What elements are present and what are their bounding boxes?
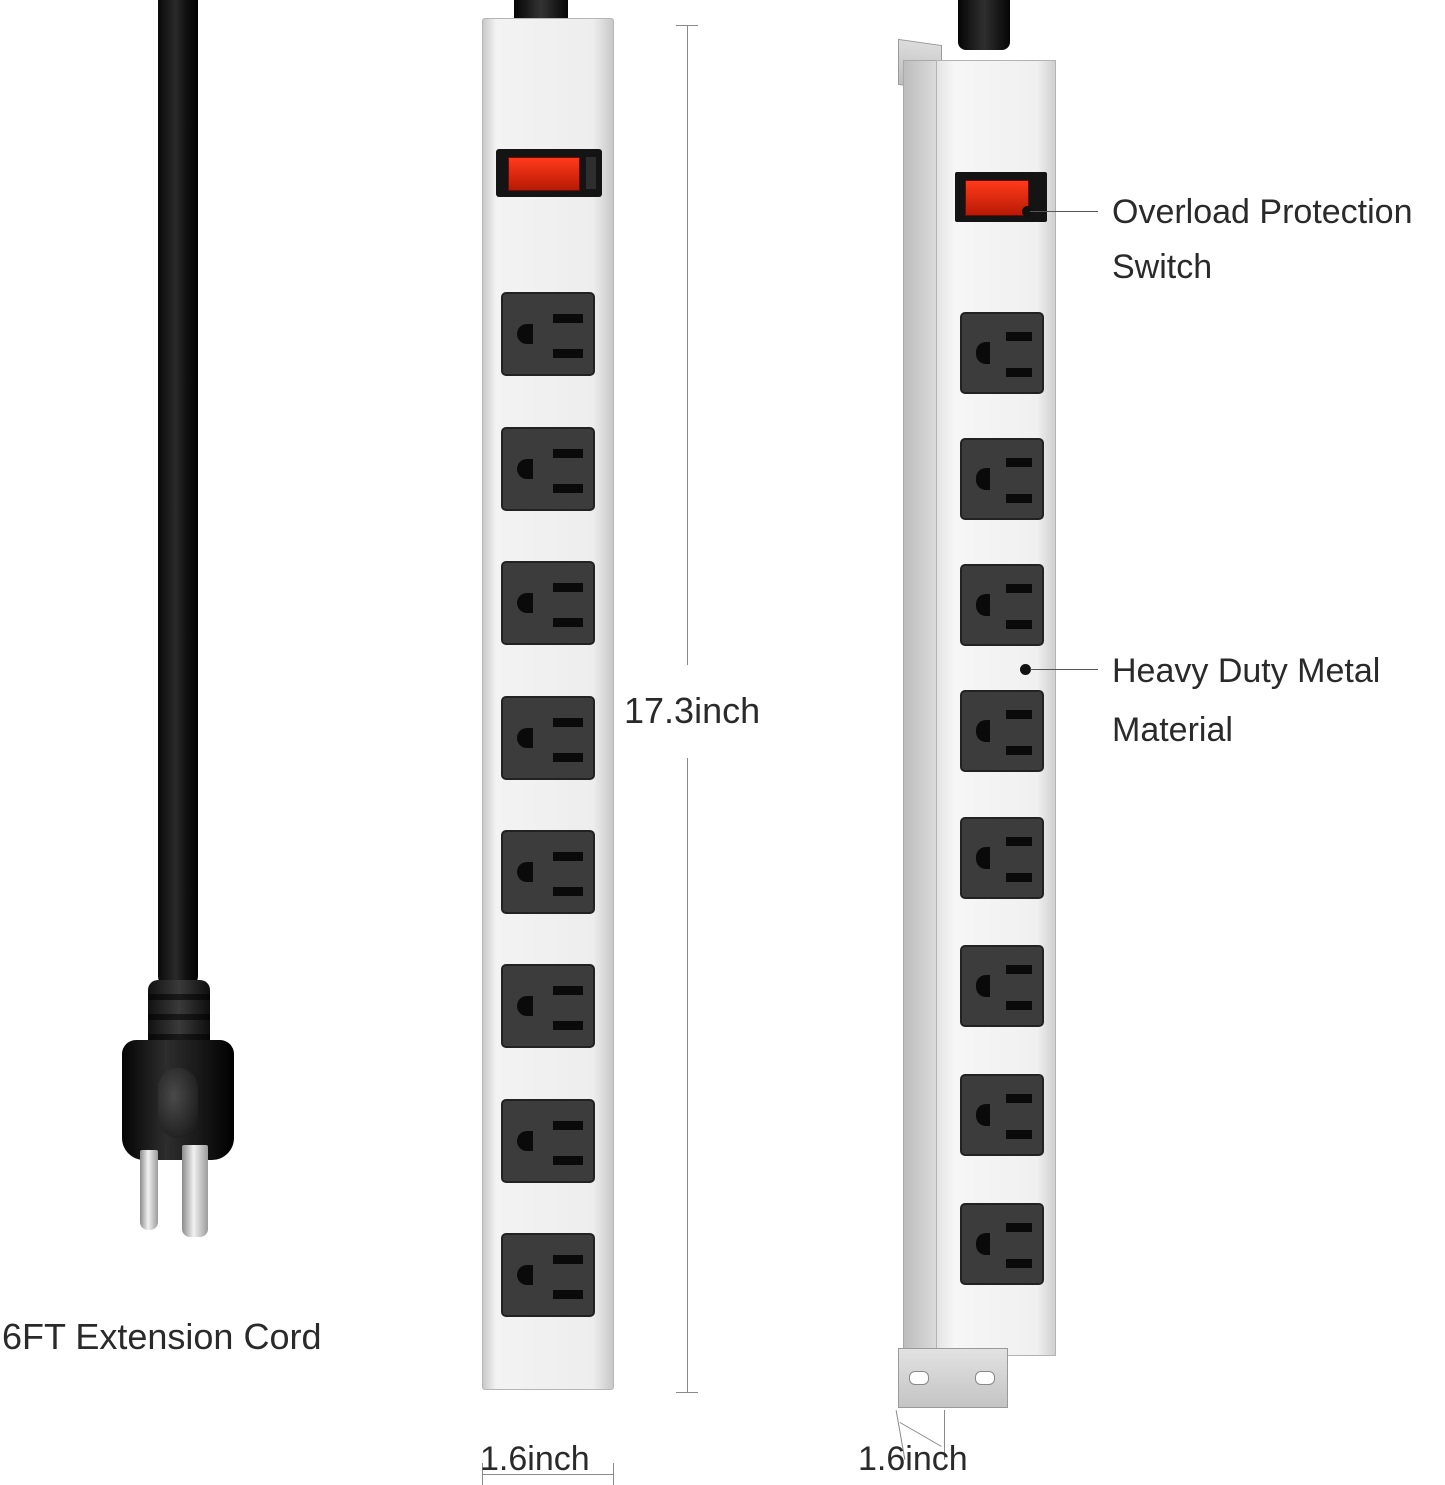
strip-cord-top-angled — [958, 0, 1010, 50]
dimension-line-length-lower — [687, 758, 688, 1392]
callout-line-material — [1030, 669, 1098, 670]
outlet — [501, 830, 595, 914]
plug-prong-ground — [140, 1150, 158, 1230]
outlet — [960, 564, 1044, 646]
outlet — [960, 690, 1044, 772]
power-switch[interactable] — [496, 149, 602, 197]
outlet — [960, 438, 1044, 520]
plug-icon — [122, 1040, 234, 1160]
callout-dot-switch — [1022, 206, 1033, 217]
outlet — [501, 561, 595, 645]
width-dimension-label-angled: 1.6inch — [858, 1440, 968, 1478]
switch-rocker — [965, 180, 1029, 216]
outlet — [960, 312, 1044, 394]
mounting-bracket-bottom — [898, 1348, 1008, 1408]
power-strip-side — [903, 60, 941, 1360]
power-cord — [158, 0, 198, 990]
length-dimension-label: 17.3inch — [624, 690, 761, 731]
plug-prong-hot — [182, 1145, 208, 1237]
width-dimension-line — [482, 1474, 613, 1475]
outlet — [960, 1203, 1044, 1285]
callout-material-line1: Heavy Duty Metal — [1112, 652, 1381, 690]
callout-material-line2: Material — [1112, 711, 1233, 749]
power-strip-angled — [936, 60, 1056, 1356]
width-tick-right — [613, 1463, 614, 1485]
callout-switch-line2: Switch — [1112, 248, 1213, 286]
outlet — [960, 817, 1044, 899]
cord-length-label: 6FT Extension Cord — [2, 1316, 322, 1357]
angled-width-tick-right — [944, 1410, 945, 1460]
width-dimension-label-front: 1.6inch — [480, 1440, 590, 1478]
power-strip-front — [482, 18, 614, 1390]
outlet — [501, 1099, 595, 1183]
switch-rocker — [508, 157, 580, 191]
outlet — [960, 945, 1044, 1027]
outlet — [501, 696, 595, 780]
outlet — [501, 964, 595, 1048]
outlet — [501, 427, 595, 511]
power-switch-angled[interactable] — [955, 172, 1047, 222]
outlet — [960, 1074, 1044, 1156]
callout-line-switch — [1030, 211, 1098, 212]
dimension-tick-bottom — [676, 1392, 698, 1393]
callout-switch-line1: Overload Protection — [1112, 193, 1413, 231]
outlet — [501, 292, 595, 376]
dimension-line-length-upper — [687, 25, 688, 665]
outlet — [501, 1233, 595, 1317]
callout-dot-material — [1020, 664, 1031, 675]
